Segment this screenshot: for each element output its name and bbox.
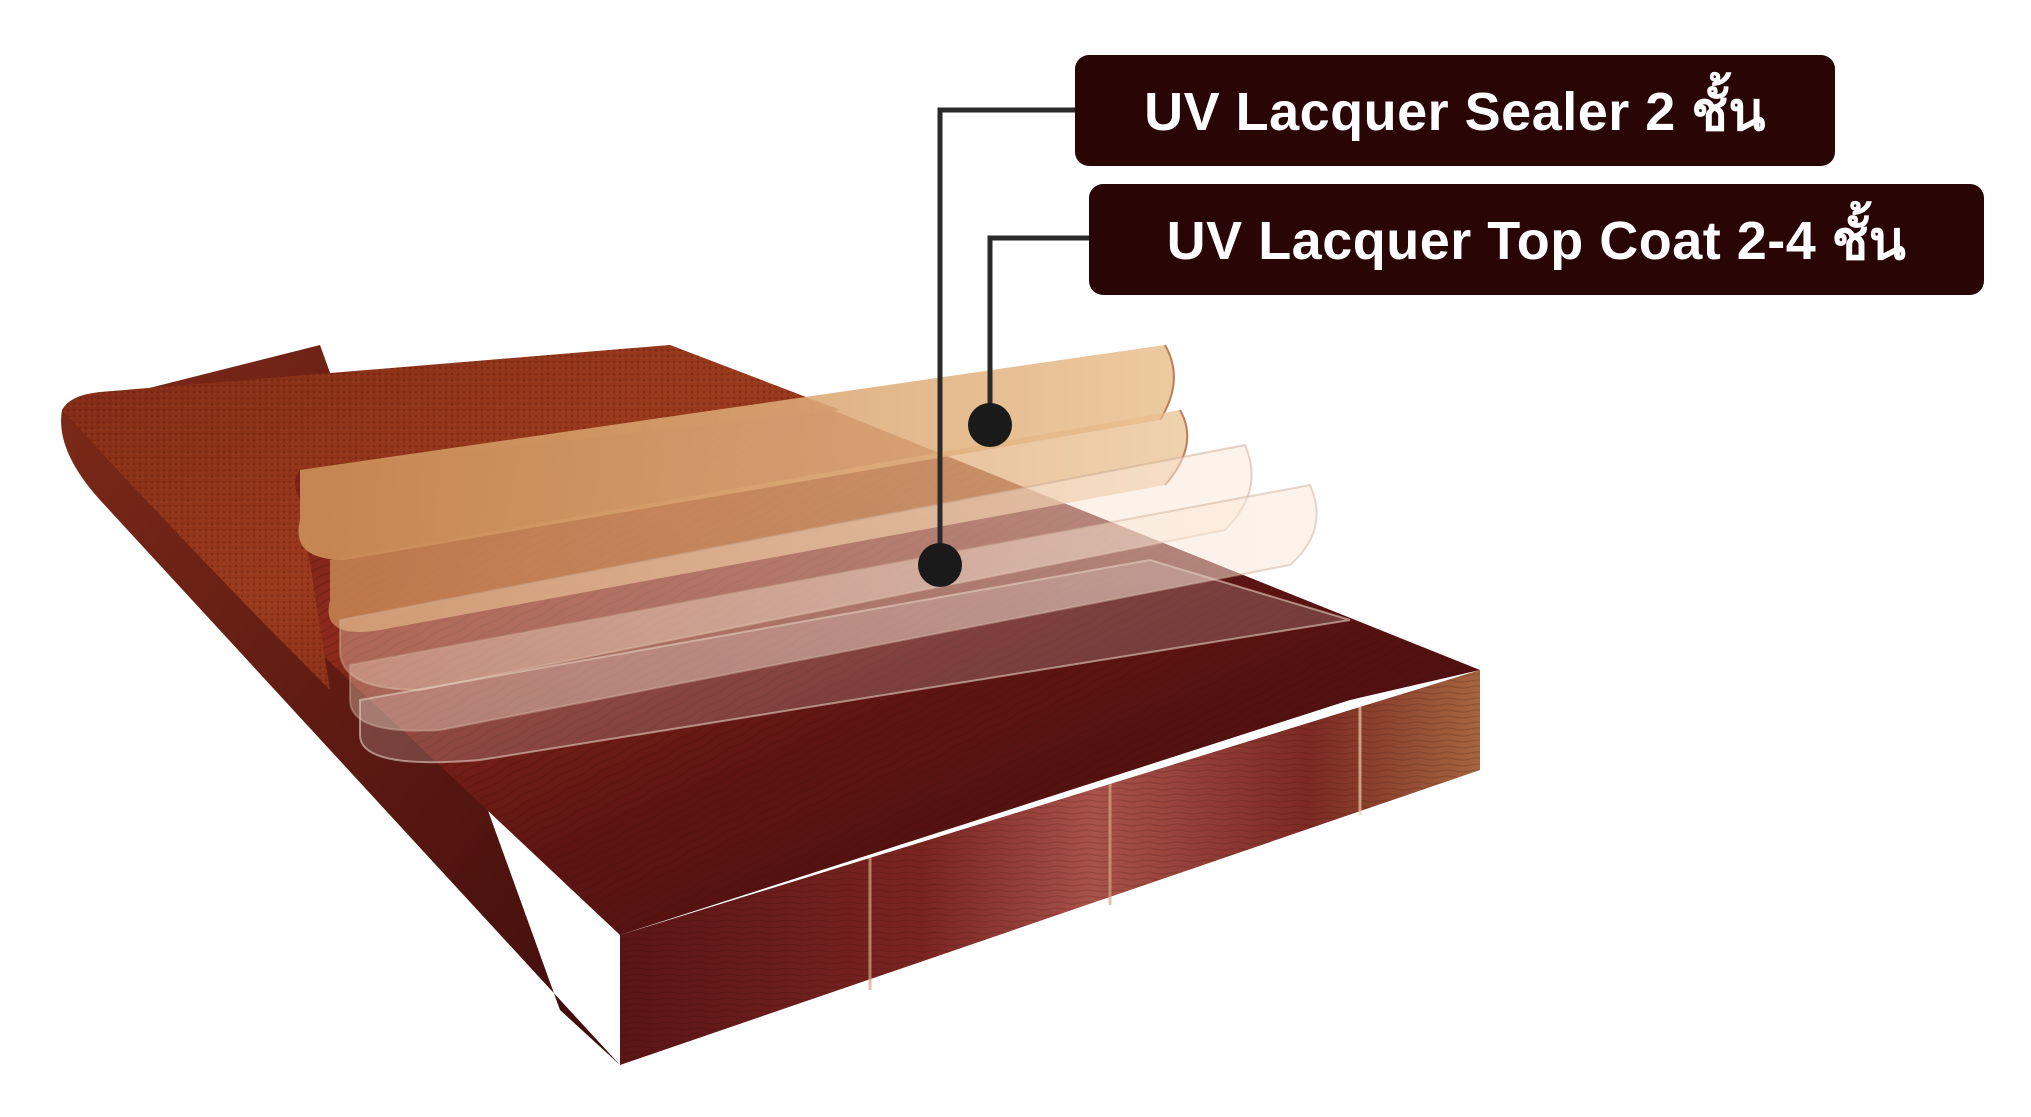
topcoat-film-3 bbox=[359, 558, 1351, 764]
topcoat-callout-text: UV Lacquer Top Coat 2-4 ชั้น bbox=[1166, 210, 1907, 271]
front-grain bbox=[620, 670, 1480, 1065]
sealer-leader-dot bbox=[918, 543, 962, 587]
topcoat-leader-line bbox=[987, 235, 1089, 425]
sealer-leader-line bbox=[937, 107, 1075, 565]
topcoat-callout-label: UV Lacquer Top Coat 2-4 ชั้น bbox=[1089, 184, 1984, 295]
sealer-film-1 bbox=[298, 345, 1174, 560]
sealer-film-1-curl bbox=[1159, 344, 1175, 421]
sealer-callout-label: UV Lacquer Sealer 2 ชั้น bbox=[1075, 55, 1835, 166]
topcoat-leader-dot bbox=[968, 403, 1012, 447]
topcoat-film-2 bbox=[349, 483, 1318, 732]
sealer-film-2 bbox=[328, 410, 1188, 632]
sealer-callout-text: UV Lacquer Sealer 2 ชั้น bbox=[1144, 81, 1766, 142]
